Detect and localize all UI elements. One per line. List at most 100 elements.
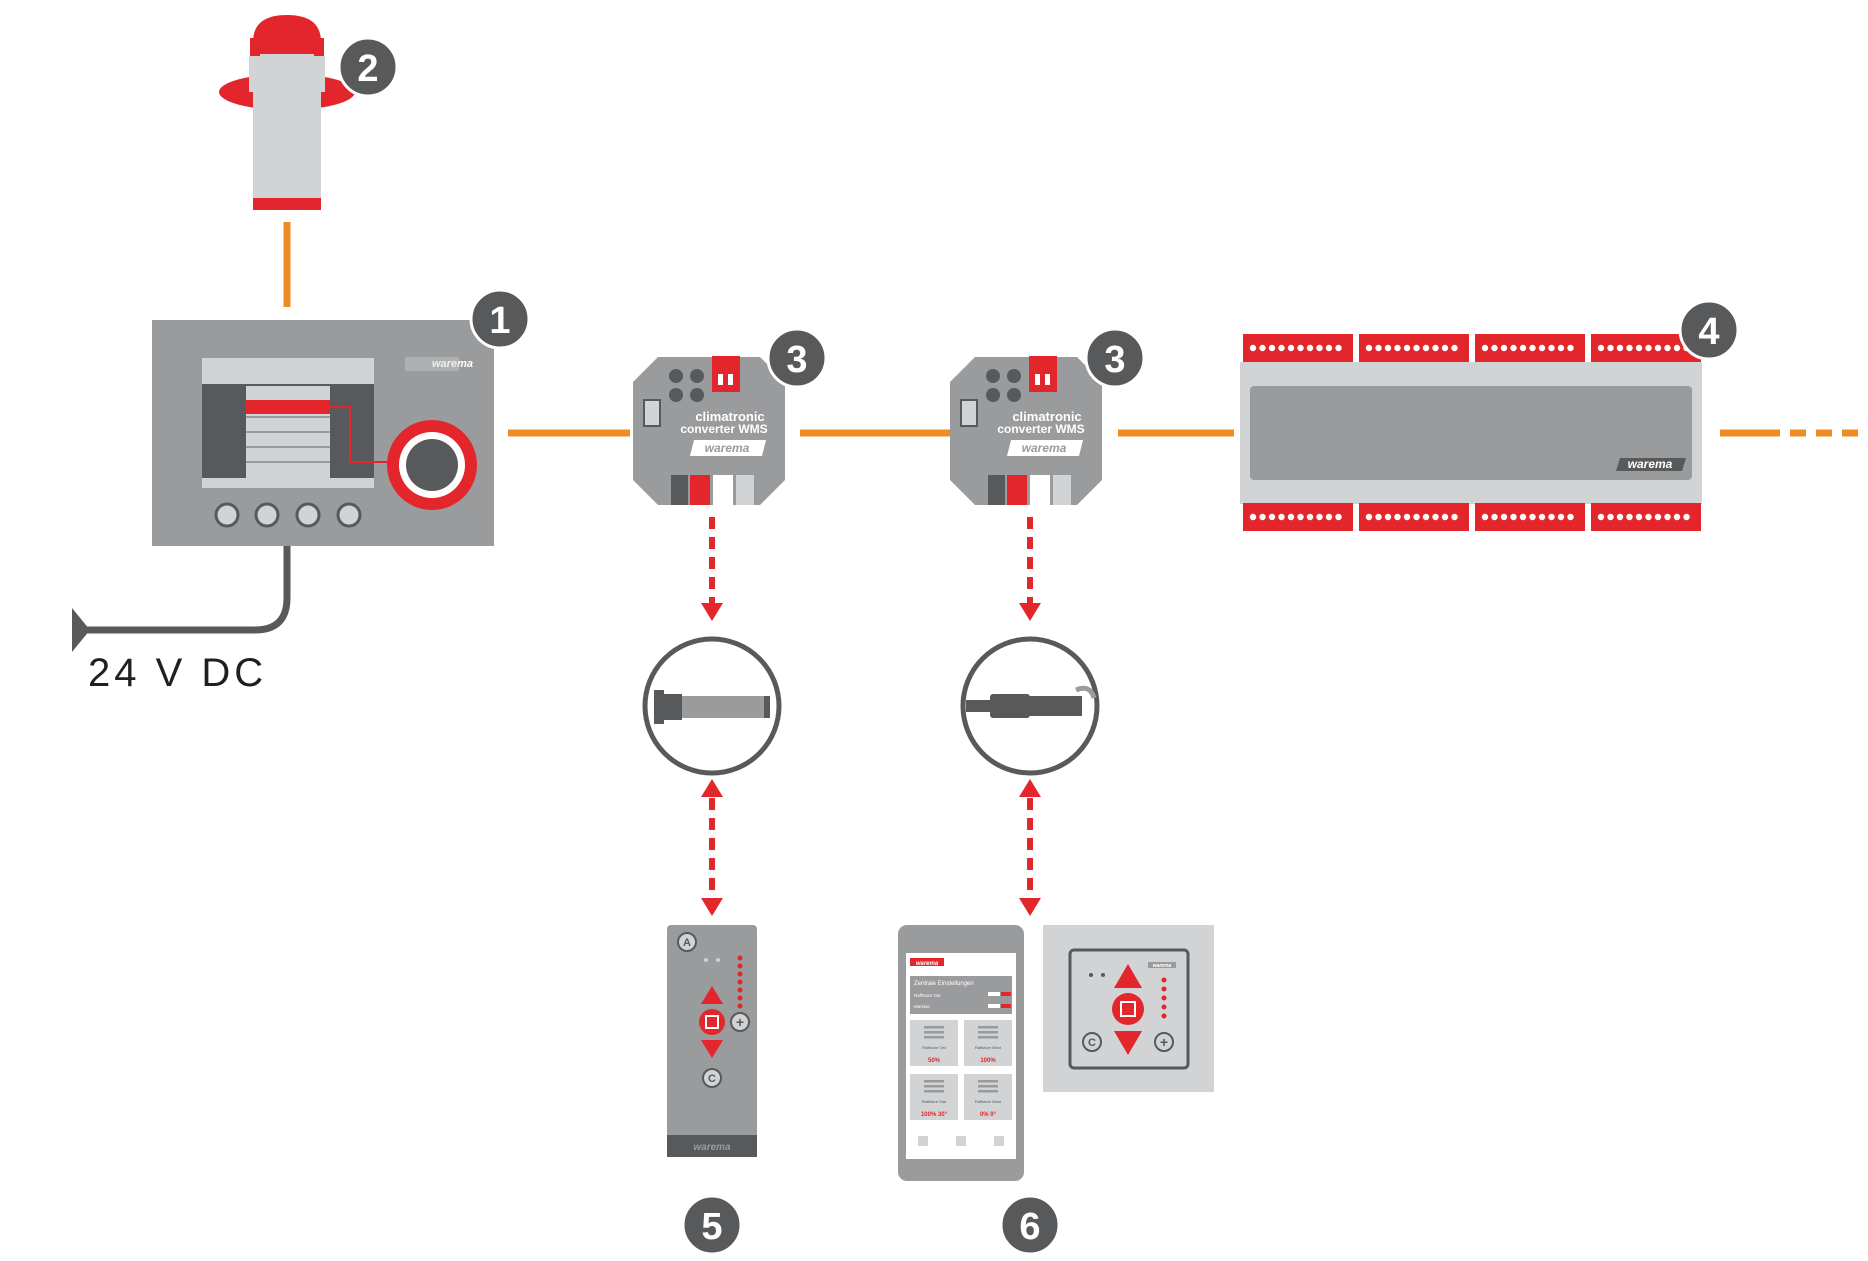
wall-transmitter: warema C +	[1043, 925, 1214, 1092]
converter-2-brand: warema	[1022, 441, 1067, 455]
controller-key-1[interactable]	[214, 502, 240, 528]
controller-key-4[interactable]	[336, 502, 362, 528]
badge-app-and-wall: 6	[999, 1194, 1061, 1256]
terminal-screw-icon	[1500, 513, 1508, 521]
terminal-screw-icon	[1491, 344, 1498, 352]
terminal-screw-icon	[1529, 344, 1536, 352]
phone-title: Zentrale Einstellungen	[914, 981, 974, 987]
svg-text:100%: 100%	[980, 1058, 996, 1064]
terminal-screw-icon	[1287, 344, 1295, 352]
converter-2-line1: climatronic	[1012, 409, 1081, 424]
controller-display[interactable]	[202, 358, 392, 488]
svg-text:2: 2	[357, 48, 378, 90]
terminal-screw-icon	[1567, 344, 1574, 352]
wall-up-arrow-icon[interactable]	[1114, 964, 1142, 988]
terminal-screw-icon	[1375, 513, 1382, 521]
terminal-screw-icon	[1249, 513, 1257, 521]
converter-2: climatronic converter WMS warema	[950, 356, 1102, 505]
terminal-screw-icon	[1384, 344, 1392, 352]
svg-text:Raffstore West: Raffstore West	[975, 1099, 1002, 1104]
remote-button-a[interactable]: A	[677, 932, 697, 952]
terminal-screw-icon	[1259, 344, 1266, 352]
controller-keys[interactable]	[214, 502, 362, 528]
svg-text:3: 3	[1104, 339, 1125, 381]
converter-1: climatronic converter WMS warema	[633, 356, 785, 505]
wall-stop-button[interactable]	[1112, 993, 1144, 1025]
terminal-screw-icon	[1510, 513, 1517, 521]
badge-controller: 1	[469, 288, 531, 350]
remote-up-arrow-icon[interactable]	[701, 986, 723, 1004]
phone-brand: warema	[916, 961, 939, 967]
power-plug-icon	[72, 608, 90, 652]
terminal-screw-icon	[1375, 344, 1382, 352]
phone-tile-1[interactable]: Raffstore Ost 50%	[910, 1020, 958, 1066]
svg-text:100% 30°: 100% 30°	[921, 1112, 948, 1118]
remote-button-plus[interactable]: +	[730, 1012, 750, 1032]
terminal-screw-icon	[1567, 513, 1574, 521]
controller-key-2[interactable]	[254, 502, 280, 528]
terminal-screw-icon	[1529, 513, 1536, 521]
terminal-screw-icon	[1441, 344, 1449, 352]
phone-tile-3[interactable]: Raffstore Süd 100% 30°	[910, 1074, 958, 1120]
terminal-screw-icon	[1616, 344, 1624, 352]
terminal-screw-icon	[1607, 513, 1614, 521]
terminal-screw-icon	[1403, 513, 1411, 521]
motor-1	[642, 636, 782, 776]
terminal-screw-icon	[1297, 344, 1304, 352]
terminal-screw-icon	[1422, 513, 1430, 521]
terminal-screw-icon	[1481, 344, 1489, 352]
remote-button-c[interactable]: C	[702, 1068, 722, 1088]
terminal-screw-icon	[1316, 513, 1323, 521]
terminal-screw-icon	[1335, 344, 1342, 352]
terminal-screw-icon	[1325, 344, 1333, 352]
terminal-screw-icon	[1403, 344, 1411, 352]
wall-button-plus[interactable]: +	[1154, 1032, 1174, 1052]
terminal-screw-icon	[1422, 344, 1430, 352]
terminal-screw-icon	[1548, 513, 1555, 521]
terminal-screw-icon	[1491, 513, 1498, 521]
controller-key-3[interactable]	[295, 502, 321, 528]
terminal-screw-icon	[1287, 513, 1295, 521]
tubular-motor-icon	[654, 690, 770, 724]
motor-2	[960, 636, 1100, 776]
wall-down-arrow-icon[interactable]	[1114, 1031, 1142, 1055]
handheld-remote: warema A + C	[667, 925, 757, 1157]
svg-text:3: 3	[786, 339, 807, 381]
terminal-screw-icon	[1306, 513, 1314, 521]
bus-lines	[283, 222, 1858, 437]
remote-stop-button[interactable]	[699, 1009, 725, 1035]
badge-converter-1: 3	[766, 327, 828, 389]
terminal-screw-icon	[1441, 513, 1449, 521]
svg-text:5: 5	[701, 1206, 722, 1248]
terminal-screw-icon	[1557, 513, 1565, 521]
wall-button-c[interactable]: C	[1082, 1032, 1102, 1052]
wall-brand: warema	[1153, 963, 1172, 969]
phone-tile-2[interactable]: Raffstore West 100%	[964, 1020, 1012, 1066]
svg-text:C: C	[708, 1073, 716, 1085]
badge-converter-2: 3	[1084, 327, 1146, 389]
terminal-screw-icon	[1481, 513, 1489, 521]
terminal-screw-icon	[1597, 344, 1605, 352]
phone-row1: Raffstore Ost	[914, 993, 941, 998]
terminal-screw-icon	[1635, 344, 1643, 352]
terminal-screw-icon	[1394, 513, 1401, 521]
svg-text:+: +	[1160, 1034, 1168, 1050]
terminal-screw-icon	[1413, 513, 1420, 521]
number-badges: 2 1 3 3 4 5 6	[337, 36, 1740, 1256]
svg-text:A: A	[683, 937, 691, 949]
power-supply: 24 V DC	[72, 546, 291, 695]
svg-text:50%: 50%	[928, 1058, 941, 1064]
radio-links	[709, 517, 1033, 900]
converter-1-brand: warema	[705, 441, 750, 455]
terminal-screw-icon	[1548, 344, 1555, 352]
power-label: 24 V DC	[88, 651, 267, 695]
badge-sensor: 2	[337, 36, 399, 98]
phone-tile-4[interactable]: Raffstore West 0% 0°	[964, 1074, 1012, 1120]
badge-extension: 4	[1678, 299, 1740, 361]
svg-text:+: +	[736, 1014, 744, 1030]
terminal-screw-icon	[1645, 513, 1652, 521]
terminal-screw-icon	[1306, 344, 1314, 352]
controller-knob[interactable]	[387, 420, 477, 510]
remote-down-arrow-icon[interactable]	[701, 1040, 723, 1058]
